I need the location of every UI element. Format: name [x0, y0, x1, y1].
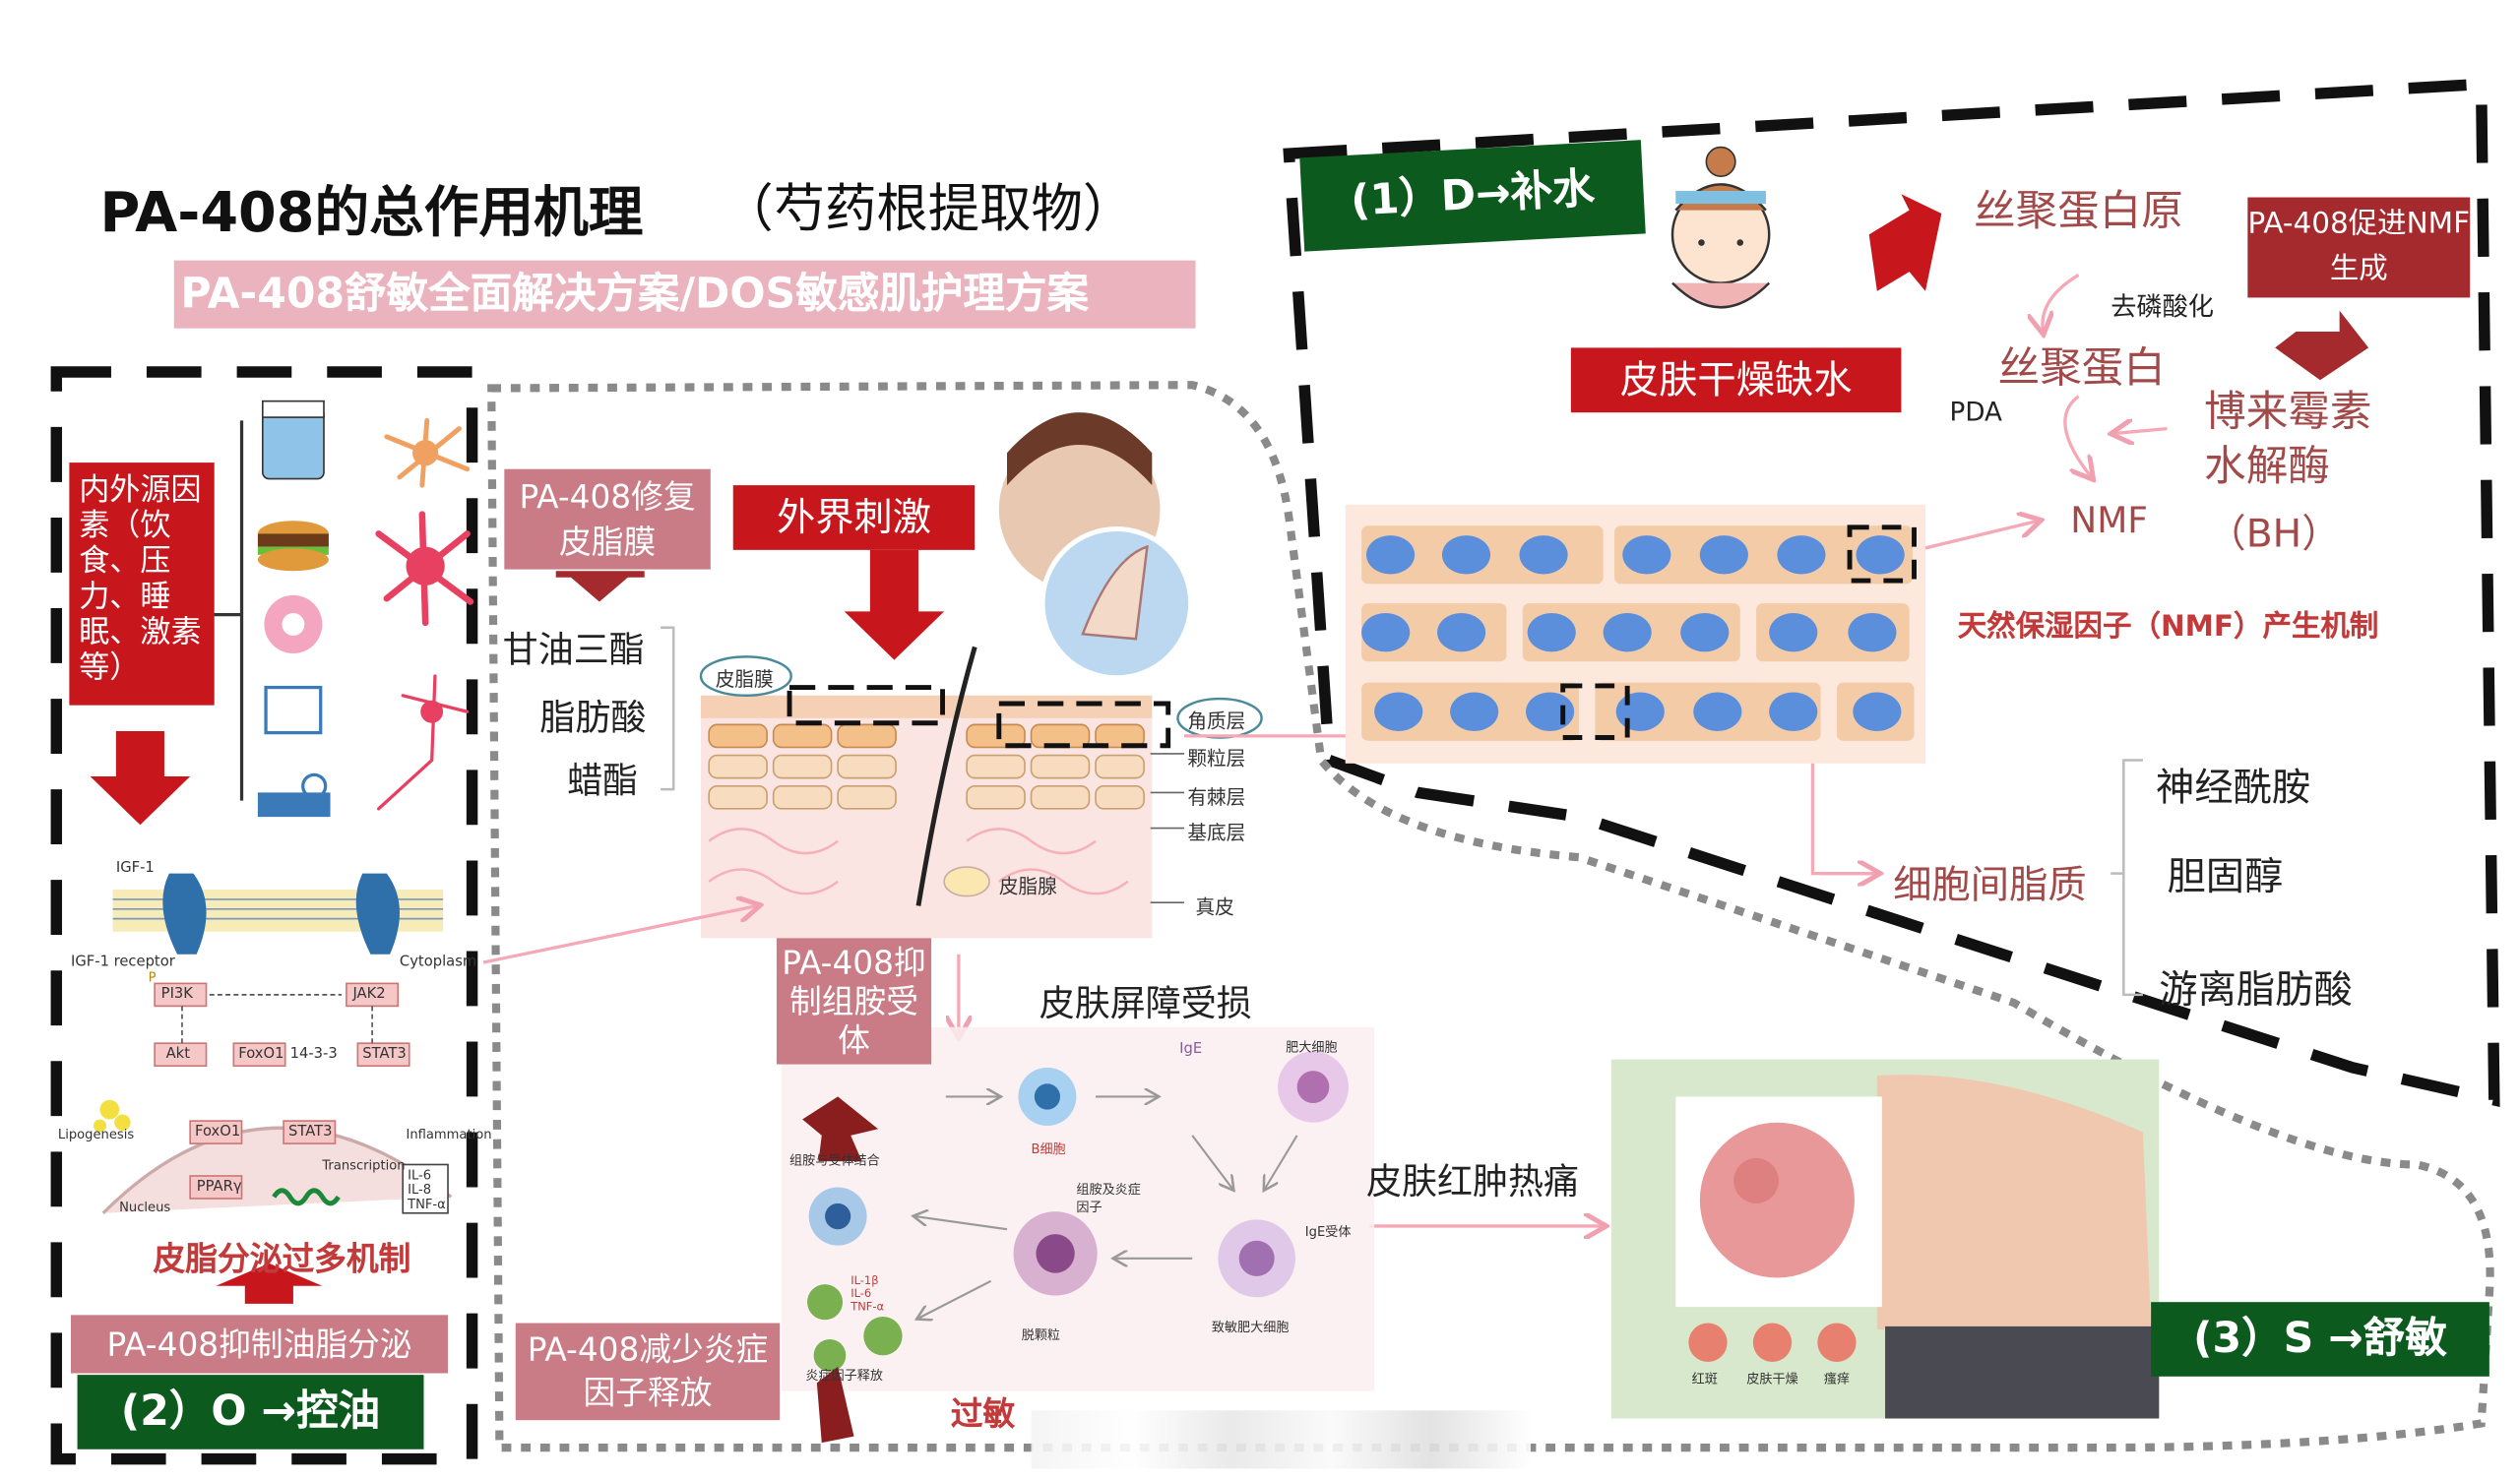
- pathway-label: STAT3: [287, 1124, 333, 1141]
- immune-label: 组胺与受体结合: [789, 1152, 880, 1168]
- skin-layer-label: 皮脂膜: [715, 667, 774, 691]
- bh-arrow: [2275, 310, 2369, 381]
- free-fatty-acid-text: 游离脂肪酸: [2159, 966, 2353, 1013]
- wax-ester-text: 蜡酯: [567, 762, 639, 803]
- watermark-blur: [1031, 1410, 1531, 1469]
- dephosphorylation-text: 去磷酸化: [2110, 290, 2214, 323]
- skin-layer-label: 真皮: [1195, 895, 1234, 919]
- ceramide-text: 神经酰胺: [2156, 765, 2311, 811]
- girl-illustration: [1670, 146, 1771, 309]
- immune-label: 致敏肥大细胞: [1211, 1320, 1290, 1335]
- barrier-damage-text: 皮肤屏障受损: [1039, 985, 1252, 1026]
- intercellular-lipid-text: 细胞间脂质: [1893, 862, 2087, 908]
- nmf-cell-grid: [1345, 504, 1925, 764]
- sebum-mechanism-caption: 皮脂分泌过多机制: [153, 1239, 411, 1278]
- nmf-mechanism-caption: 天然保湿因子（NMF）产生机制: [1957, 609, 2379, 645]
- pathway-label: Inflammation: [406, 1127, 492, 1142]
- promote-nmf-box: PA-408促进NMF生成: [2247, 197, 2471, 298]
- pda-text: PDA: [1949, 396, 2002, 427]
- skin-section: [699, 646, 1263, 939]
- section-o-border: [50, 366, 478, 1465]
- section-s-label: (3）S →舒敏: [2151, 1302, 2489, 1377]
- repair-sebum-box: PA-408修复皮脂膜: [504, 468, 711, 570]
- external-arrow: [844, 549, 945, 660]
- immune-diagram: [781, 1026, 1375, 1444]
- cholesterol-text: 胆固醇: [2167, 853, 2284, 899]
- immune-label: IgE受体: [1304, 1224, 1352, 1240]
- nmf-text: NMF: [2070, 501, 2149, 542]
- pathway-label: TNF-α: [408, 1197, 446, 1212]
- immune-label: 组胺及炎症因子: [1076, 1182, 1141, 1215]
- page-subtitle: （芍药根提取物）: [722, 177, 1135, 240]
- pathway-label: IGF-1: [115, 860, 155, 877]
- rash-photo: [1610, 1059, 2160, 1419]
- skin-layer-label: 有棘层: [1187, 785, 1246, 809]
- skin-layer-label: 皮脂腺: [998, 875, 1057, 898]
- filaggrin-text: 丝聚蛋白: [1997, 344, 2166, 394]
- factors-arrow: [90, 730, 191, 826]
- signaling-pathway: [93, 873, 453, 1214]
- bleomycin-text: 博来霉素水解酶: [2204, 388, 2372, 492]
- pathway-label: PPARγ: [196, 1179, 242, 1196]
- pathway-label: Cytoplasm: [399, 954, 477, 971]
- immune-label: IgE: [1179, 1041, 1203, 1058]
- external-stimulus-box: 外界刺激: [732, 485, 976, 550]
- internal-external-factors: 内外源因素（饮食、压力、睡眠、激素等）: [69, 462, 215, 706]
- allergy-text: 过敏: [950, 1393, 1016, 1434]
- page-title: PA-408的总作用机理: [99, 181, 644, 246]
- inhibit-arrow: [216, 1263, 323, 1304]
- pathway-label: FoxO1: [238, 1046, 284, 1063]
- pathway-label: JAK2: [352, 986, 386, 1004]
- bh-text: （BH）: [2207, 511, 2341, 557]
- reduce-inflammation-box: PA-408减少炎症因子释放: [515, 1323, 781, 1421]
- solution-banner: PA-408舒敏全面解决方案/DOS敏感肌护理方案: [173, 260, 1196, 329]
- pathway-label: FoxO1: [195, 1124, 241, 1141]
- dry-skin-label: 皮肤干燥缺水: [1570, 347, 1902, 413]
- skin-layer-label: 基底层: [1187, 821, 1246, 845]
- pathway-label: IGF-1 receptor: [71, 954, 175, 971]
- pathway-label: IL-8: [408, 1182, 432, 1198]
- profilaggrin-text: 丝聚蛋白原: [1974, 187, 2183, 236]
- lifestyle-icons: [209, 400, 331, 818]
- immune-label: 肥大细胞: [1286, 1039, 1338, 1055]
- section-s-border: [487, 381, 2494, 1452]
- symptom-label: 红斑: [1691, 1371, 1718, 1387]
- repair-arrow: [567, 574, 632, 602]
- neuron-icons: [375, 417, 474, 811]
- pathway-label: PI3K: [160, 986, 193, 1004]
- inhibit-oil-box: PA-408抑制油脂分泌: [71, 1315, 449, 1374]
- pathway-label: P: [148, 970, 157, 986]
- section-d-label: (1）D→补水: [1299, 140, 1646, 252]
- histamine-box: PA-408抑制组胺受体: [776, 938, 932, 1065]
- d-red-arrow: [1868, 194, 1942, 291]
- skin-layer-label: 角质层: [1187, 709, 1246, 733]
- fatty-acid-text: 脂肪酸: [539, 699, 647, 740]
- pathway-label: Transcription: [322, 1157, 406, 1173]
- section-d-border: [1283, 78, 2500, 1107]
- pathway-label: Akt: [165, 1046, 190, 1063]
- symptom-label: 瘙痒: [1823, 1371, 1851, 1387]
- immune-label: IL-1β IL-6 TNF-α: [850, 1274, 885, 1314]
- redness-text: 皮肤红肿热痛: [1366, 1162, 1580, 1203]
- pathway-label: Lipogenesis: [57, 1127, 135, 1142]
- immune-label: 脱颗粒: [1021, 1327, 1061, 1343]
- pathway-label: 14-3-3: [289, 1046, 338, 1063]
- skin-layer-label: 颗粒层: [1187, 747, 1246, 771]
- pathway-label: IL-6: [408, 1167, 432, 1183]
- immune-label: B细胞: [1031, 1141, 1066, 1157]
- pathway-label: STAT3: [362, 1046, 407, 1063]
- section-o-label: (2）O →控油: [77, 1375, 424, 1449]
- pathway-label: Nucleus: [119, 1200, 171, 1215]
- triglyceride-text: 甘油三酯: [502, 631, 645, 672]
- symptom-label: 皮肤干燥: [1746, 1371, 1798, 1387]
- immune-label: 炎症因子释放: [805, 1368, 883, 1384]
